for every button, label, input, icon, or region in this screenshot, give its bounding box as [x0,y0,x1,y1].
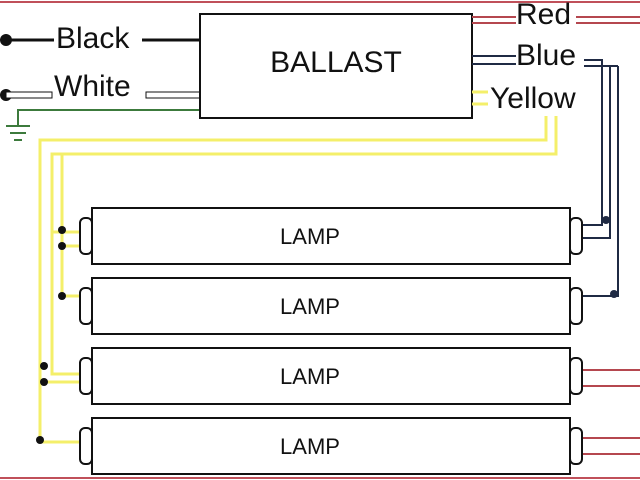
black-wire [0,34,200,46]
lamp-2-right-cap [569,287,583,325]
lamp-2: LAMP [79,277,583,335]
lamp-4-right-cap [569,427,583,465]
red-wire-label: Red [516,0,571,31]
white-wire-label: White [54,70,131,103]
red-lamp-wires [580,369,640,455]
lamp-4-left-cap [79,427,93,465]
ballast-box [199,13,473,119]
yellow-junctions [36,226,66,444]
lamp-3-right-cap [569,357,583,395]
lamp-2-left-cap [79,287,93,325]
lamp-4: LAMP [79,417,583,475]
blue-wire [472,55,619,298]
lamp-1-label: LAMP [280,224,340,249]
lamp-3: LAMP [79,347,583,405]
lamp-2-label: LAMP [280,294,340,319]
ground-symbol [6,109,200,141]
lamp-1-right-cap [569,217,583,255]
yellow-wire-label: Yellow [490,82,576,115]
yellow-wire [38,90,558,444]
lamp-1: LAMP [79,207,583,265]
red-wire [472,16,640,24]
lamp-1-left-cap [79,217,93,255]
black-wire-label: Black [56,22,130,55]
lamp-3-label: LAMP [280,364,340,389]
lamp-4-label: LAMP [280,434,340,459]
ballast-label: BALLAST [270,46,402,79]
blue-wire-label: Blue [516,39,576,72]
lamp-3-left-cap [79,357,93,395]
